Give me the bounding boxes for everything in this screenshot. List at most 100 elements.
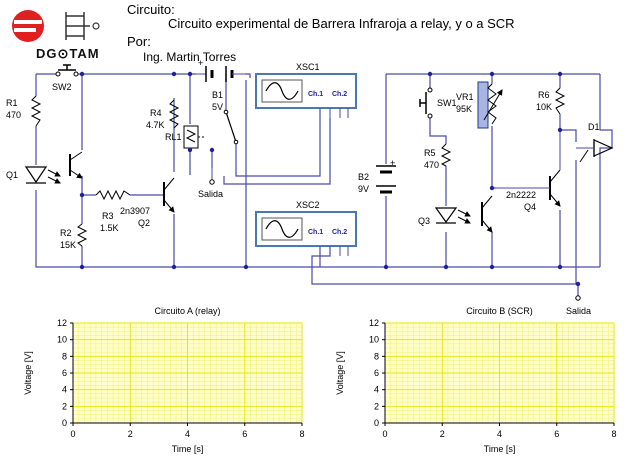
x-tick-label: 2 xyxy=(440,429,445,439)
plot-title: Circuito B (SCR) xyxy=(466,306,533,316)
r1-resistor xyxy=(30,95,42,127)
y-tick-label: 10 xyxy=(57,335,67,345)
x-tick-label: 4 xyxy=(497,429,502,439)
q1-label: Q1 xyxy=(6,170,18,180)
x-tick-label: 0 xyxy=(70,429,75,439)
b1-value: 5V xyxy=(212,102,223,112)
x-axis-label: Time [s] xyxy=(484,444,516,454)
d1-scr xyxy=(576,139,614,163)
q3-label: Q3 xyxy=(418,216,430,226)
q2-type: 2n3907 xyxy=(120,206,150,216)
circuit-label: Circuito: xyxy=(127,2,175,17)
y-tick-label: 6 xyxy=(62,368,67,378)
junction-dots-right xyxy=(383,71,581,287)
salida1-label: Salida xyxy=(198,189,223,199)
r5-resistor xyxy=(440,143,452,167)
r6-resistor xyxy=(554,87,566,115)
d1-label: D1 xyxy=(588,122,600,132)
salida2-label: Salida xyxy=(566,306,591,316)
phototransistor-right xyxy=(481,195,493,233)
r5-name: R5 xyxy=(424,148,436,158)
xsc1-ch2: Ch.2 xyxy=(332,91,347,98)
r1-name: R1 xyxy=(6,98,18,108)
b1-battery xyxy=(196,66,245,82)
xsc2-oscilloscope[interactable] xyxy=(255,211,357,256)
salida1-terminal[interactable] xyxy=(209,168,215,185)
y-tick-label: 2 xyxy=(62,401,67,411)
y-tick-label: 12 xyxy=(369,318,379,328)
xsc2-label: XSC2 xyxy=(296,200,320,210)
r2-name: R2 xyxy=(60,228,72,238)
r4-resistor xyxy=(168,99,180,129)
x-tick-label: 2 xyxy=(128,429,133,439)
y-tick-label: 0 xyxy=(374,418,379,428)
q1-led xyxy=(24,166,61,184)
by-label: Por: xyxy=(127,34,151,49)
b1-plus: + xyxy=(198,58,203,68)
r4-name: R4 xyxy=(150,108,162,118)
q3-led xyxy=(434,207,471,224)
xsc1-label: XSC1 xyxy=(296,62,320,72)
y-tick-label: 2 xyxy=(374,401,379,411)
b2-value: 9V xyxy=(358,184,369,194)
b1-name: B1 xyxy=(212,90,223,100)
sw1-switch[interactable] xyxy=(419,87,433,119)
y-tick-label: 10 xyxy=(369,335,379,345)
b2-plus: + xyxy=(390,158,395,168)
x-tick-label: 6 xyxy=(242,429,247,439)
r6-value: 10K xyxy=(536,102,552,112)
x-tick-label: 8 xyxy=(611,429,616,439)
q4-type: 2n2222 xyxy=(506,190,536,200)
x-axis-label: Time [s] xyxy=(172,444,204,454)
r6-name: R6 xyxy=(538,90,550,100)
r3-resistor xyxy=(95,189,131,201)
x-tick-label: 0 xyxy=(382,429,387,439)
logo-text: DG⊙TAM xyxy=(36,46,100,61)
r3-name: R3 xyxy=(102,211,114,221)
xsc2-ch2: Ch.2 xyxy=(332,229,347,236)
r3-value: 1.5K xyxy=(100,223,119,233)
sw1-label: SW1 xyxy=(437,98,457,108)
logo-red-mark-icon xyxy=(12,10,44,42)
junction-dots-left xyxy=(79,71,249,270)
x-tick-label: 6 xyxy=(554,429,559,439)
r4-value: 4.7K xyxy=(146,120,165,130)
q2-label: Q2 xyxy=(138,218,150,228)
phototransistor-left xyxy=(69,151,83,179)
y-tick-label: 4 xyxy=(374,385,379,395)
company-logo: DG⊙TAM xyxy=(4,6,122,61)
r1-value: 470 xyxy=(6,110,21,120)
plot-b: 0 2 4 6 8 0 2 4 6 8 10 12 Circuito B (SCR) Time [s] Vo… xyxy=(335,306,617,454)
plot-title: Circuito A (relay) xyxy=(154,306,220,316)
y-tick-label: 0 xyxy=(62,418,67,428)
r5-value: 470 xyxy=(424,160,439,170)
sw2-switch[interactable] xyxy=(55,64,79,77)
vr1-potentiometer[interactable] xyxy=(477,81,503,129)
b2-battery xyxy=(376,165,396,194)
y-tick-label: 6 xyxy=(374,368,379,378)
sw2-label: SW2 xyxy=(52,82,72,92)
xsc1-ch1: Ch.1 xyxy=(308,91,323,98)
y-tick-label: 8 xyxy=(62,351,67,361)
r2-resistor xyxy=(76,223,88,247)
r2-value: 15K xyxy=(60,240,76,250)
x-tick-label: 4 xyxy=(185,429,190,439)
y-tick-label: 4 xyxy=(62,385,67,395)
y-tick-label: 12 xyxy=(57,318,67,328)
vr1-value: 95K xyxy=(456,104,472,114)
y-tick-label: 8 xyxy=(374,351,379,361)
q4-transistor xyxy=(496,130,561,207)
author-name: Ing. Martin Torres xyxy=(143,50,237,64)
plot-area: 0 2 4 6 8 0 2 4 6 8 10 12 Circuito A (relay) Time [s]… xyxy=(23,306,617,454)
x-tick-label: 8 xyxy=(299,429,304,439)
q2-transistor xyxy=(163,177,175,213)
salida2-terminal[interactable] xyxy=(575,295,581,301)
vr1-name: VR1 xyxy=(456,92,474,102)
y-axis-label: Voltage [V] xyxy=(335,351,345,395)
rl1-label: RL1 xyxy=(165,132,182,142)
b2-name: B2 xyxy=(358,172,369,182)
rl1-relay xyxy=(183,109,239,149)
xsc2-ch1: Ch.1 xyxy=(308,229,323,236)
xsc1-oscilloscope[interactable] xyxy=(255,73,357,118)
